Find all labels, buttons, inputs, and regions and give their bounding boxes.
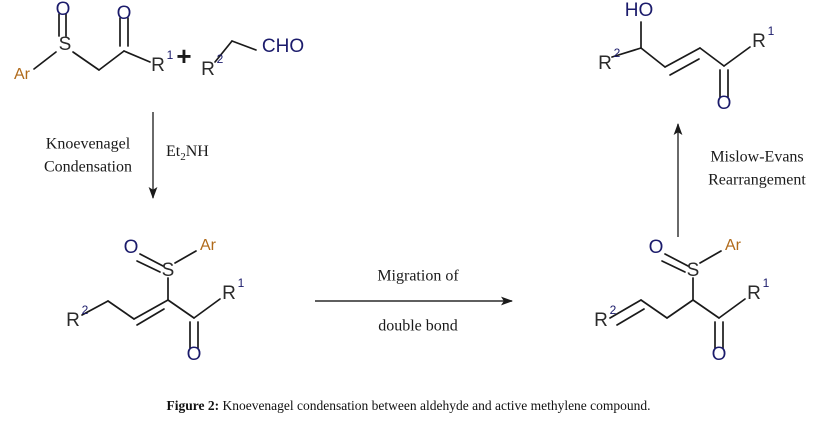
figure-caption: Figure 2: Knoevenagel condensation betwe…	[0, 398, 817, 414]
int-l-label-r2-superscript: 2	[82, 303, 89, 317]
structure-allylic-sulfoxide: O S Ar R 2 R 1 O	[594, 237, 770, 365]
knoevenagel-label-line2: Condensation	[44, 159, 132, 176]
bond-ar-s	[33, 51, 57, 70]
arrow-knoevenagel: Knoevenagel Condensation Et2NH	[44, 112, 209, 199]
int-r-bond-o-s-b	[661, 260, 686, 273]
int-r-label-o-sulfoxide: O	[649, 237, 664, 258]
int-l-bond-cc-a	[133, 299, 169, 320]
arrow-migration: Migration of double bond	[315, 268, 513, 335]
int-l-label-o-ketone: O	[187, 344, 202, 365]
bond-ch2-c	[98, 50, 125, 71]
int-r-label-r2: R	[594, 310, 608, 331]
int-l-label-r1-superscript: 1	[238, 276, 245, 290]
bond-ch-co	[699, 47, 725, 67]
int-l-bond-ch-ch2	[107, 300, 135, 320]
label-product-r2: R	[598, 53, 612, 74]
label-cho: CHO	[262, 36, 304, 57]
knoevenagel-label-line1: Knoevenagel	[46, 136, 131, 153]
int-l-bond-o-s-a	[139, 253, 164, 267]
int-r-bond-o-s-a	[664, 253, 689, 267]
int-r-label-s: S	[687, 260, 700, 281]
structure-sulfinyl-ketone: Ar S O O R 1	[14, 0, 174, 83]
label-r2: R	[201, 59, 215, 80]
int-r-bond-ch-co	[692, 299, 720, 319]
bond-r2-ch	[611, 47, 642, 58]
mislow-evans-label-line1: Mislow-Evans	[710, 149, 803, 166]
int-r-bond-ch-ch2	[666, 299, 694, 319]
plus-sign: +	[176, 41, 191, 71]
structure-knoevenagel-adduct: O S Ar R 2 R 1 O	[66, 237, 245, 365]
label-o-ketone: O	[117, 3, 132, 24]
label-ho: HO	[625, 0, 654, 21]
bond-co-r1	[723, 46, 751, 67]
figure-caption-label: Figure 2:	[166, 398, 220, 413]
label-product-r1: R	[752, 31, 766, 52]
bond-cc-b	[669, 58, 700, 76]
int-l-bond-cc-b	[136, 308, 165, 326]
bond-ch-ch	[640, 47, 666, 68]
int-l-label-r1: R	[222, 283, 236, 304]
int-r-label-o-ketone: O	[712, 344, 727, 365]
int-l-label-ar: Ar	[200, 237, 217, 254]
bond-r2-ch2	[214, 40, 233, 63]
int-r-label-r1-superscript: 1	[763, 276, 770, 290]
int-r-bond-s-ar	[699, 250, 722, 264]
int-l-label-s: S	[162, 260, 175, 281]
int-r-bond-co-r1	[718, 298, 746, 319]
structure-hydroxy-enone: HO R 2 O R 1	[598, 0, 775, 114]
int-r-label-ar: Ar	[725, 237, 742, 254]
int-l-bond-c-co	[167, 299, 195, 319]
int-r-label-r1: R	[747, 283, 761, 304]
int-r-label-r2-superscript: 2	[610, 303, 617, 317]
int-l-bond-o-s-b	[136, 260, 161, 273]
figure-caption-text: Knoevenagel condensation between aldehyd…	[219, 398, 651, 413]
int-l-bond-s-ar	[174, 250, 197, 264]
int-r-bond-ch2-ch	[640, 299, 668, 319]
migration-label-line2: double bond	[378, 318, 458, 335]
label-s: S	[59, 34, 72, 55]
int-r-bond-cc-a	[609, 299, 642, 319]
migration-label-line1: Migration of	[377, 268, 459, 285]
int-l-bond-co-r1	[193, 298, 221, 319]
mislow-evans-label-line2: Rearrangement	[708, 172, 806, 189]
int-l-label-r2: R	[66, 310, 80, 331]
label-product-o-ketone: O	[717, 93, 732, 114]
label-o-sulfoxide: O	[56, 0, 71, 20]
bond-c-r1	[123, 50, 151, 63]
reagent-et2nh: Et2NH	[166, 143, 209, 163]
label-product-r1-superscript: 1	[768, 24, 775, 38]
label-product-r2-superscript: 2	[614, 46, 621, 60]
bond-s-ch2	[72, 51, 100, 71]
bond-cc-a	[664, 47, 701, 68]
label-r1-superscript: 1	[167, 48, 174, 62]
label-ar: Ar	[14, 66, 31, 83]
label-r2-superscript: 2	[217, 52, 224, 66]
arrow-mislow-evans: Mislow-Evans Rearrangement	[673, 123, 806, 237]
int-r-bond-cc-b	[616, 308, 645, 326]
bond-ch2-cho	[231, 40, 257, 51]
label-r1: R	[151, 55, 165, 76]
int-l-bond-ch2-r2	[81, 300, 109, 316]
structure-aldehyde: R 2 CHO	[201, 36, 304, 80]
int-l-label-o-sulfoxide: O	[124, 237, 139, 258]
